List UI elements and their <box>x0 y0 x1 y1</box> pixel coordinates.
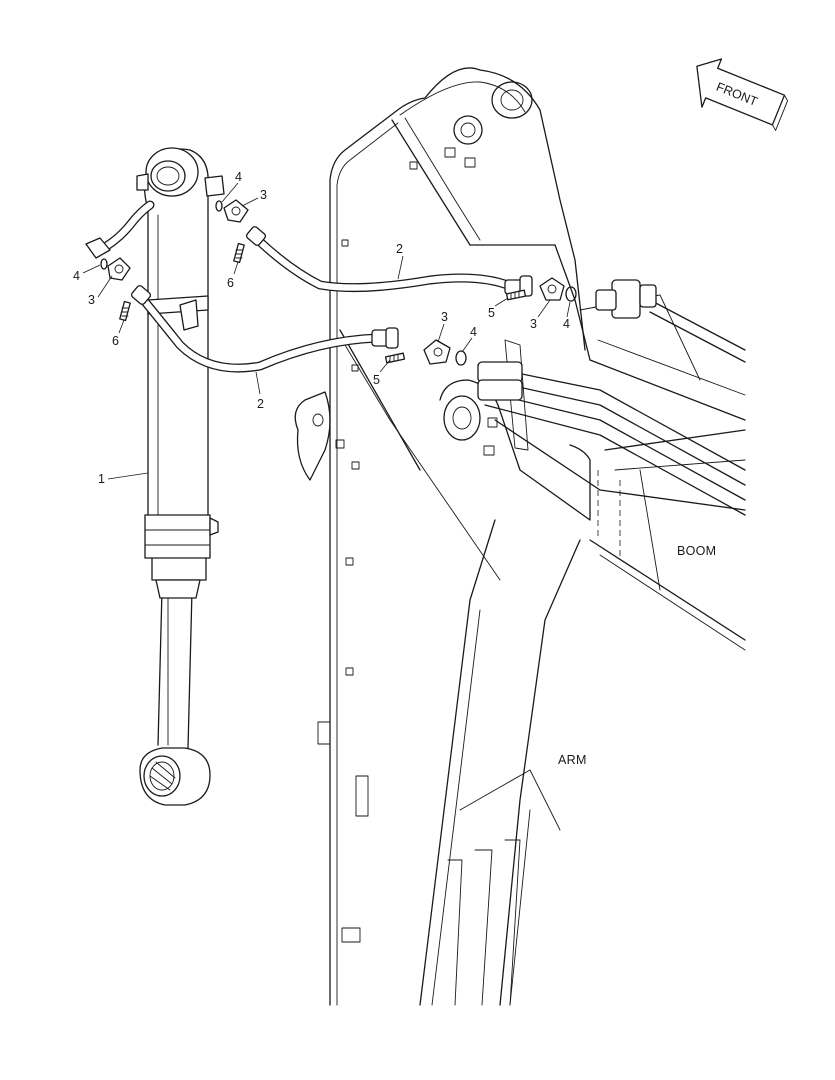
hose-lower <box>130 285 399 373</box>
clamp-d <box>539 277 565 301</box>
arm-structure <box>294 67 591 1006</box>
clamp-a <box>223 199 249 223</box>
ring-c <box>455 350 467 366</box>
svg-text:6: 6 <box>112 334 119 348</box>
svg-text:2: 2 <box>257 397 264 411</box>
callout-ring-c: 4 <box>461 325 477 353</box>
callout-hose-top: 2 <box>396 242 404 280</box>
svg-text:1: 1 <box>98 472 105 486</box>
hose-upper <box>245 226 533 297</box>
hydraulic-cylinder <box>136 147 225 806</box>
callout-clamp-c: 3 <box>437 310 448 343</box>
svg-text:3: 3 <box>441 310 448 324</box>
bolt-d <box>119 300 131 322</box>
front-direction-arrow: FRONT <box>696 58 789 131</box>
svg-text:6: 6 <box>227 276 234 290</box>
svg-text:5: 5 <box>373 373 380 387</box>
arm-label: ARM <box>558 753 587 767</box>
bolt-a <box>384 352 406 364</box>
callout-bolt-d: 6 <box>112 319 125 348</box>
callout-ring-a: 4 <box>221 170 242 203</box>
callout-ring-d: 4 <box>563 301 571 331</box>
clamp-b <box>107 257 131 281</box>
svg-text:4: 4 <box>235 170 242 184</box>
svg-text:5: 5 <box>488 306 495 320</box>
svg-text:3: 3 <box>88 293 95 307</box>
cylinder-tube-line <box>85 200 155 259</box>
svg-text:4: 4 <box>470 325 477 339</box>
svg-text:4: 4 <box>563 317 570 331</box>
clamp-c <box>423 339 451 365</box>
boom-structure <box>439 279 746 651</box>
ring-d <box>565 286 577 302</box>
callout-bolt-b: 5 <box>488 297 509 320</box>
callout-hose-bottom: 2 <box>255 371 264 411</box>
callout-cyl: 1 <box>98 472 149 486</box>
boom-label: BOOM <box>677 544 716 558</box>
svg-text:4: 4 <box>73 269 80 283</box>
callout-clamp-d: 3 <box>530 299 551 331</box>
callout-clamp-b: 3 <box>88 275 113 307</box>
callout-bolt-a: 5 <box>373 359 391 387</box>
callout-clamp-a: 3 <box>241 188 267 207</box>
ring-a <box>215 200 223 212</box>
bolt-c <box>233 242 245 264</box>
svg-text:3: 3 <box>260 188 267 202</box>
bolt-b <box>505 289 527 301</box>
callout-ring-b: 4 <box>73 264 101 283</box>
ring-b <box>100 258 108 270</box>
svg-text:2: 2 <box>396 242 403 256</box>
svg-text:3: 3 <box>530 317 537 331</box>
callout-bolt-c: 6 <box>227 261 239 290</box>
